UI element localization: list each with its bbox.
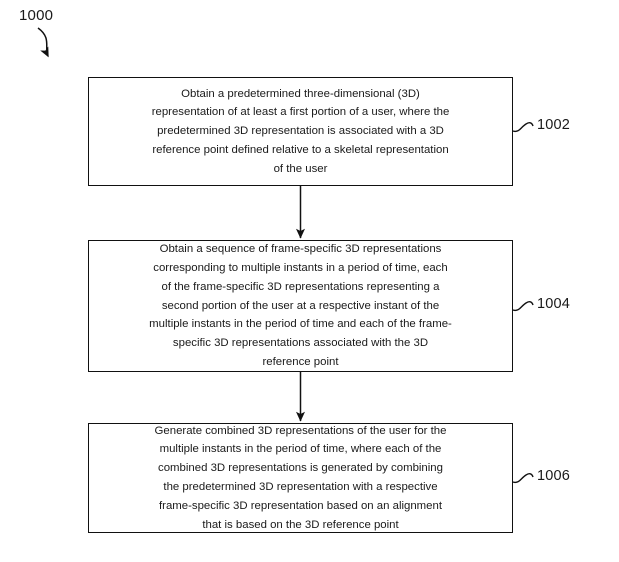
reference-numeral-1004: 1004	[537, 296, 571, 312]
leader-line-1006-icon	[512, 473, 534, 484]
process-step-1002-text: Obtain a predetermined three-dimensional…	[151, 87, 450, 175]
leader-line-1002-icon	[512, 122, 534, 133]
figure-pointer-arrow-icon	[37, 27, 49, 58]
process-step-1006-text: Generate combined 3D representations of …	[154, 424, 447, 531]
figure-number-label: 1000	[19, 7, 54, 24]
process-step-1004[interactable]: Obtain a sequence of frame-specific 3D r…	[88, 240, 513, 372]
process-step-1002[interactable]: Obtain a predetermined three-dimensional…	[88, 77, 513, 186]
reference-numeral-1002: 1002	[537, 117, 571, 133]
leader-line-1004-icon	[512, 301, 534, 312]
reference-numeral-1006: 1006	[537, 468, 571, 484]
process-step-1006[interactable]: Generate combined 3D representations of …	[88, 423, 513, 533]
process-step-1004-text: Obtain a sequence of frame-specific 3D r…	[149, 243, 452, 368]
